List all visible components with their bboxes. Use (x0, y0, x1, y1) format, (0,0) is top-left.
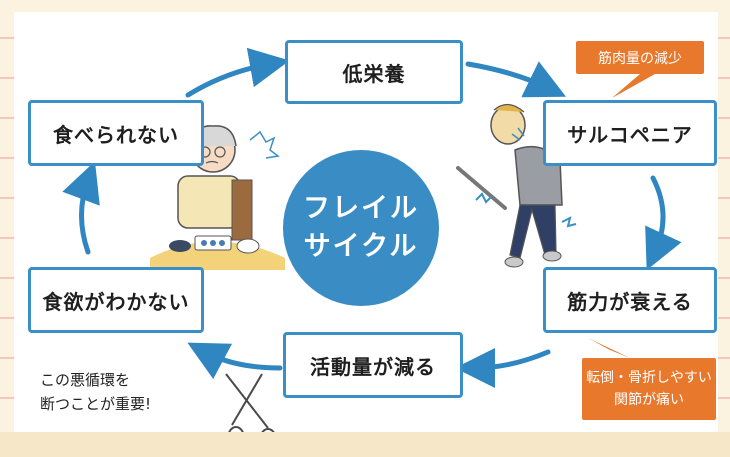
box-kinryoku: 筋力が衰える (543, 267, 717, 333)
center-line1: フレイル (303, 193, 419, 224)
box-teieiyou: 低栄養 (285, 40, 463, 104)
note-line1: この悪循環を (40, 371, 131, 389)
arrow-to-taberarenai (62, 161, 100, 255)
box-sarcopenia: サルコペニア (543, 100, 717, 166)
cycle-note: この悪循環を 断つことが重要! (40, 368, 151, 416)
arrow-to-sarcopenia (465, 61, 566, 98)
callout-tail-muscle (612, 74, 655, 98)
arrow-to-katsudouryou (455, 347, 551, 388)
box-katsudouryou: 活動量が減る (283, 332, 463, 398)
note-line2: 断つことが重要! (40, 395, 152, 413)
frail-cycle-circle: フレイル サイクル (283, 150, 439, 306)
arrow-to-kinryoku (645, 175, 682, 271)
box-shokuyoku: 食欲がわかない (28, 267, 204, 333)
callout-fall-line2: 関節が痛い (614, 392, 684, 408)
arrow-to-shokuyoku (187, 342, 283, 380)
bottom-bar (0, 432, 730, 457)
callout-muscle-loss-text: 筋肉量の減少 (598, 50, 682, 67)
callout-fall-line1: 転倒・骨折しやすい (586, 370, 712, 386)
box-taberarenai: 食べられない (28, 100, 204, 166)
center-line2: サイクル (303, 231, 419, 262)
callout-tail-fall (588, 338, 630, 358)
elderly-walking-cane-illustration (456, 103, 577, 268)
callout-fall: 転倒・骨折しやすい 関節が痛い (582, 358, 716, 420)
arrow-to-teieiyou (185, 47, 290, 98)
callout-muscle-loss: 筋肉量の減少 (576, 41, 704, 74)
